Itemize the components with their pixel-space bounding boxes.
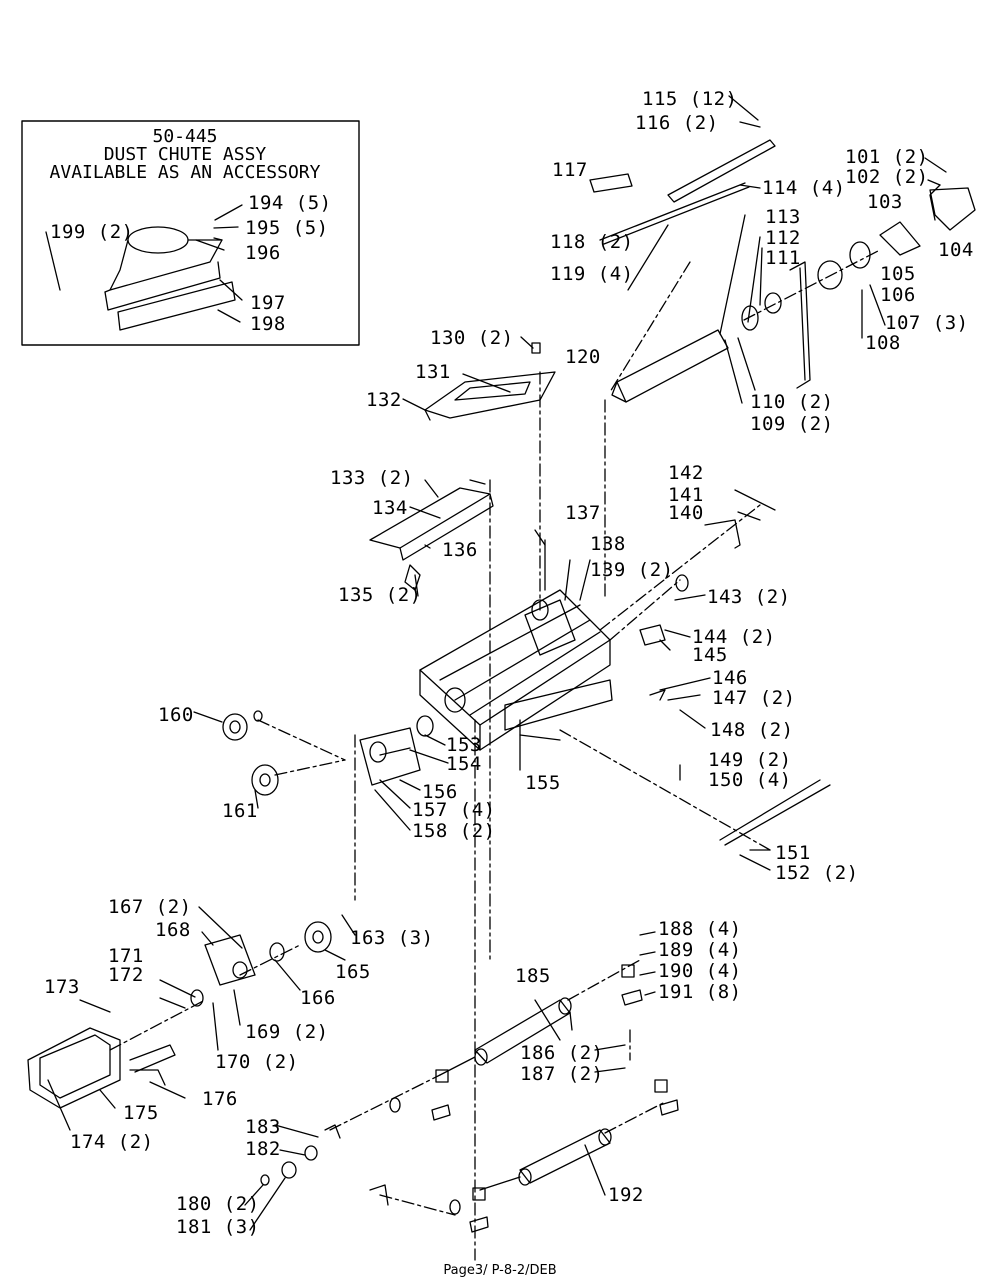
callout-156: 156	[422, 781, 458, 803]
callout-131: 131	[415, 361, 451, 383]
callout-105: 105	[880, 263, 916, 285]
dust-chute-drawing	[104, 226, 236, 331]
callout-102: 102 (2)	[845, 166, 929, 188]
callout-103: 103	[867, 191, 903, 213]
callout-149: 149 (2)	[708, 749, 792, 771]
callout-198: 198	[250, 313, 286, 335]
callout-106: 106	[880, 284, 916, 306]
callout-132: 132	[366, 389, 402, 411]
left-gearbox-drawing	[222, 710, 434, 796]
callout-174: 174 (2)	[70, 1131, 154, 1153]
callout-101: 101 (2)	[845, 146, 929, 168]
top-blade-drawing	[589, 139, 776, 403]
callout-189: 189 (4)	[658, 939, 742, 961]
callout-153: 153	[446, 734, 482, 756]
inset-title-note: AVAILABLE AS AN ACCESSORY	[49, 162, 321, 183]
callout-175: 175	[123, 1102, 159, 1124]
callout-136: 136	[442, 539, 478, 561]
page-footer: Page3/ P-8-2/DEB	[443, 1263, 557, 1278]
guard-rail-drawing	[369, 479, 494, 591]
callout-190: 190 (4)	[658, 960, 742, 982]
right-side-parts	[639, 519, 831, 846]
gear-cover-drawing	[27, 921, 332, 1109]
callout-191: 191 (8)	[658, 981, 742, 1003]
inset-frame	[21, 120, 360, 346]
callout-182: 182	[245, 1138, 281, 1160]
callout-157: 157 (4)	[412, 799, 496, 821]
callout-169: 169 (2)	[245, 1021, 329, 1043]
callout-166: 166	[300, 987, 336, 1009]
callout-143: 143 (2)	[707, 586, 791, 608]
callout-172: 172	[108, 964, 144, 986]
top-cover-drawing	[424, 342, 556, 421]
callout-133: 133 (2)	[330, 467, 414, 489]
callout-138: 138	[590, 533, 626, 555]
callout-154: 154	[446, 753, 482, 775]
callout-118: 118 (2)	[550, 231, 634, 253]
callout-186: 186 (2)	[520, 1042, 604, 1064]
callout-158: 158 (2)	[412, 820, 496, 842]
callout-181: 181 (3)	[176, 1216, 260, 1238]
callout-120: 120	[565, 346, 601, 368]
callout-145: 145	[692, 644, 728, 666]
callout-192: 192	[608, 1184, 644, 1206]
callout-112: 112	[765, 227, 801, 249]
callout-111: 111	[765, 247, 801, 269]
callout-104: 104	[938, 239, 974, 261]
callout-168: 168	[155, 919, 191, 941]
callout-142: 142	[668, 462, 704, 484]
planer-base-drawing	[419, 589, 613, 751]
callout-183: 183	[245, 1116, 281, 1138]
callout-117: 117	[552, 159, 588, 181]
callout-144: 144 (2)	[692, 626, 776, 648]
inset-title-description: DUST CHUTE ASSY	[103, 144, 267, 165]
callout-194: 194 (5)	[248, 192, 332, 214]
callout-185: 185	[515, 965, 551, 987]
callout-109: 109 (2)	[750, 413, 834, 435]
callout-195: 195 (5)	[245, 217, 329, 239]
callout-114: 114 (4)	[762, 177, 846, 199]
callout-113: 113	[765, 206, 801, 228]
callout-173: 173	[44, 976, 80, 998]
callout-151: 151	[775, 842, 811, 864]
callout-167: 167 (2)	[108, 896, 192, 918]
callout-119: 119 (4)	[550, 263, 634, 285]
callout-187: 187 (2)	[520, 1063, 604, 1085]
callout-108: 108	[865, 332, 901, 354]
callout-197: 197	[250, 292, 286, 314]
callout-135: 135 (2)	[338, 584, 422, 606]
callout-170: 170 (2)	[215, 1051, 299, 1073]
callout-150: 150 (4)	[708, 769, 792, 791]
callout-115: 115 (12)	[642, 88, 738, 110]
callout-137: 137	[565, 502, 601, 524]
callout-163: 163 (3)	[350, 927, 434, 949]
callout-199: 199 (2)	[50, 221, 134, 243]
callout-140: 140	[668, 502, 704, 524]
callout-160: 160	[158, 704, 194, 726]
callout-188: 188 (4)	[658, 918, 742, 940]
callout-165: 165	[335, 961, 371, 983]
callout-146: 146	[712, 667, 748, 689]
callout-171: 171	[108, 945, 144, 967]
callout-161: 161	[222, 800, 258, 822]
callout-110: 110 (2)	[750, 391, 834, 413]
callout-116: 116 (2)	[635, 112, 719, 134]
callout-147: 147 (2)	[712, 687, 796, 709]
callout-176: 176	[202, 1088, 238, 1110]
callout-152: 152 (2)	[775, 862, 859, 884]
callout-148: 148 (2)	[710, 719, 794, 741]
callout-155: 155	[525, 772, 561, 794]
callout-130: 130 (2)	[430, 327, 514, 349]
callout-196: 196	[245, 242, 281, 264]
callout-180: 180 (2)	[176, 1193, 260, 1215]
inset-title-part-number: 50-445	[152, 126, 218, 147]
callout-134: 134	[372, 497, 408, 519]
callout-139: 139 (2)	[590, 559, 674, 581]
callout-141: 141	[668, 484, 704, 506]
callout-107: 107 (3)	[885, 312, 969, 334]
